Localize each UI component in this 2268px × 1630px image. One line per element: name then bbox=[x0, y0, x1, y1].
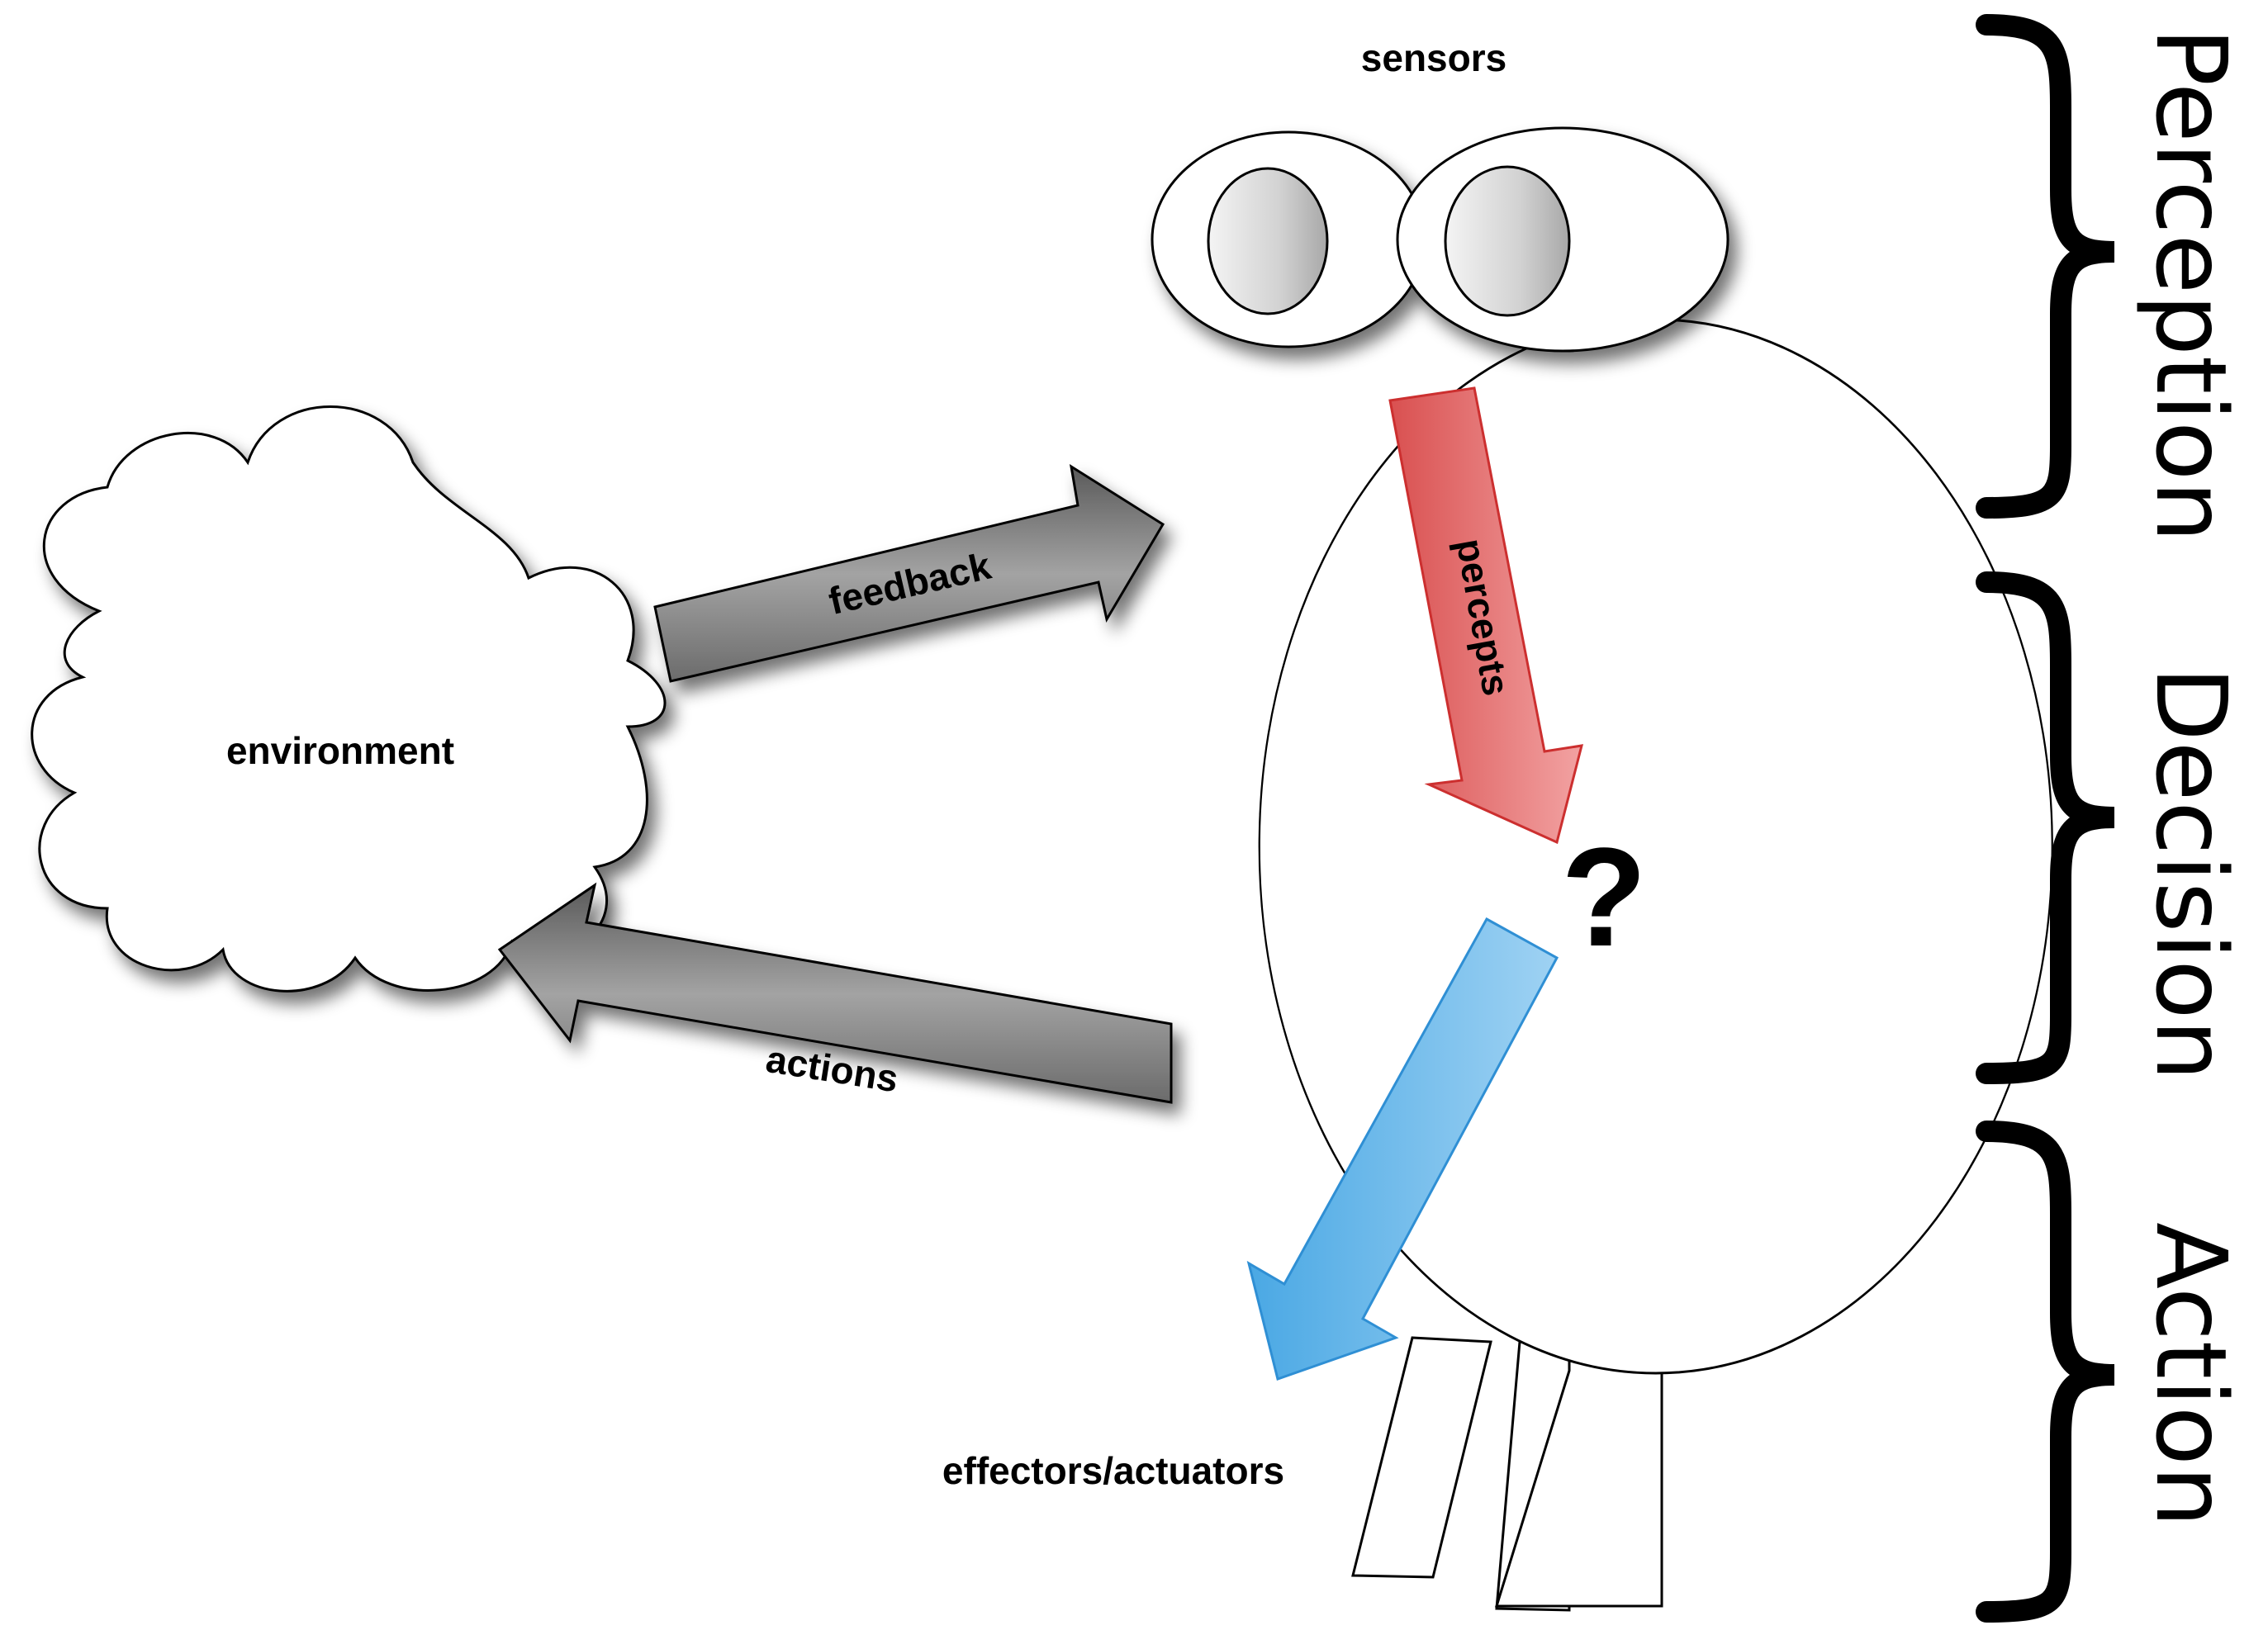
actions-arrow bbox=[497, 882, 1173, 1104]
leg-left bbox=[1351, 1336, 1492, 1579]
brace-perception bbox=[1976, 14, 2115, 519]
brace-action bbox=[1976, 1121, 2115, 1623]
percepts-arrow bbox=[1388, 386, 1584, 845]
phase-braces bbox=[1976, 14, 2115, 1623]
phase-perception-label: Perception bbox=[2134, 27, 2248, 543]
sensors-eyes bbox=[1151, 126, 1729, 353]
brace-decision bbox=[1976, 571, 2115, 1084]
pupil-right bbox=[1444, 165, 1571, 317]
phase-action-label: Action bbox=[2134, 1222, 2248, 1528]
environment-label: environment bbox=[226, 729, 454, 772]
feedback-arrow bbox=[653, 463, 1165, 683]
effectors-label: effectors/actuators bbox=[942, 1449, 1284, 1492]
legs bbox=[1351, 1336, 1663, 1612]
decision-question-mark: ? bbox=[1561, 819, 1647, 976]
phase-decision-label: Decision bbox=[2134, 666, 2248, 1081]
sensors-label: sensors bbox=[1361, 36, 1506, 79]
actuation-arrow bbox=[1246, 917, 1559, 1381]
pupil-left bbox=[1207, 167, 1329, 315]
environment-cloud bbox=[31, 405, 667, 993]
